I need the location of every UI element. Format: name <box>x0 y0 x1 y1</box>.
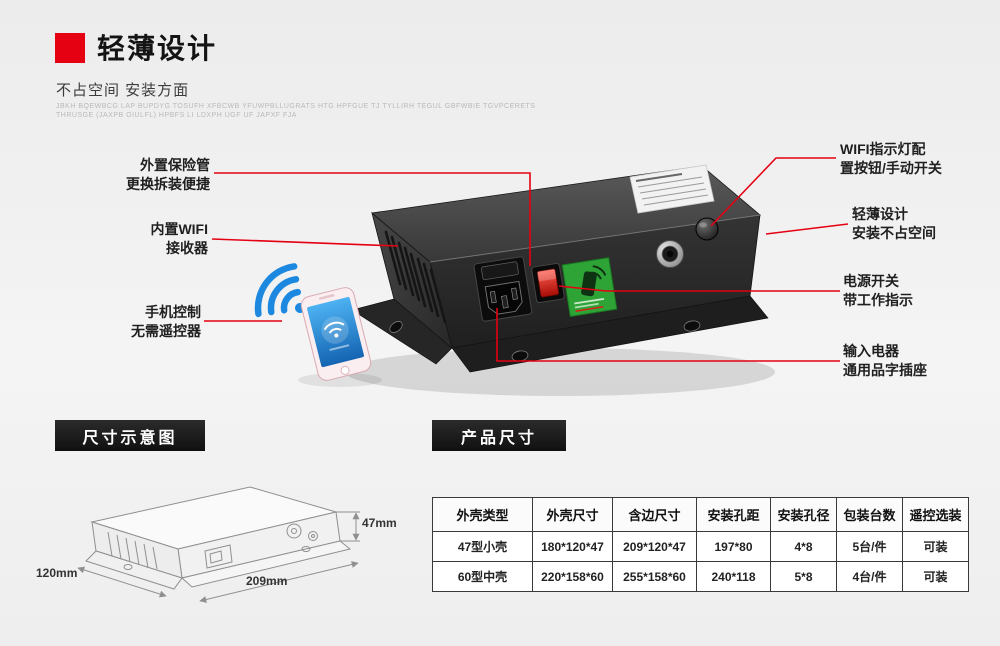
cell: 197*80 <box>696 531 771 562</box>
aviation-connector <box>656 240 684 268</box>
callout-text: 电源开关 <box>843 273 899 289</box>
cell: 可装 <box>902 561 969 592</box>
callout-text: 无需遥控器 <box>131 323 201 339</box>
cell: 220*158*60 <box>532 561 613 592</box>
screw-hole <box>683 320 701 332</box>
col-header-case-type: 外壳类型 <box>432 497 533 532</box>
table-row: 47型小壳 180*120*47 209*120*47 197*80 4*8 5… <box>432 531 969 562</box>
callout-text: 输入电器 <box>843 343 899 359</box>
callout-text: WIFI指示灯配 <box>840 141 926 157</box>
cell: 4台/件 <box>836 561 903 592</box>
col-header-case-size: 外壳尺寸 <box>532 497 613 532</box>
callout-text: 带工作指示 <box>843 292 913 308</box>
callout-slim-design: 轻薄设计 安装不占空间 <box>852 205 982 243</box>
brand-square-icon <box>55 33 85 63</box>
cell: 4*8 <box>770 531 837 562</box>
fuse-drawer <box>481 261 519 281</box>
callout-text: 内置WIFI <box>150 221 208 237</box>
callout-text: 通用品字插座 <box>843 362 927 378</box>
dimension-depth-label: 120mm <box>36 566 78 580</box>
cell: 47型小壳 <box>432 531 533 562</box>
col-header-edge-size: 含边尺寸 <box>612 497 697 532</box>
cell: 255*158*60 <box>612 561 697 592</box>
fineprint-line1: JBKH BQEWBCG LAP BUPDYG TOSUFH XFBCWB YF… <box>56 103 536 110</box>
phone-home-button <box>340 365 350 375</box>
cell: 209*120*47 <box>612 531 697 562</box>
rocker-switch <box>531 262 565 304</box>
page-subtitle: 不占空间 安装方面 <box>56 82 190 99</box>
callout-power-input: 输入电器 通用品字插座 <box>843 342 973 380</box>
callout-text: 置按钮/手动开关 <box>840 160 942 176</box>
col-header-remote-option: 遥控选装 <box>902 497 969 532</box>
section-tag-size-diagram: 尺寸示意图 <box>55 420 205 451</box>
callout-text: 手机控制 <box>145 304 201 320</box>
col-header-hole-diameter: 安装孔径 <box>770 497 837 532</box>
cell: 60型中壳 <box>432 561 533 592</box>
spec-table: 外壳类型 外壳尺寸 含边尺寸 安装孔距 安装孔径 包装台数 遥控选装 47型小壳… <box>432 497 969 592</box>
cell: 240*118 <box>696 561 771 592</box>
table-row: 60型中壳 220*158*60 255*158*60 240*118 5*8 … <box>432 561 969 592</box>
callout-wifi-indicator: WIFI指示灯配 置按钮/手动开关 <box>840 140 980 178</box>
wifi-waves-icon <box>254 263 305 318</box>
cell: 5台/件 <box>836 531 903 562</box>
fineprint-line2: THRUSGE (JAXPB OIULFL) HPBFS LI LDXPH UG… <box>56 112 297 119</box>
col-header-pack-qty: 包装台数 <box>836 497 903 532</box>
dimension-drawing <box>77 486 360 603</box>
leader-lines <box>204 157 849 362</box>
page-title: 轻薄设计 <box>97 33 218 64</box>
callout-power-switch: 电源开关 带工作指示 <box>843 272 963 310</box>
dimension-width-label: 209mm <box>246 574 288 588</box>
callout-text: 更换拆装便捷 <box>126 176 210 192</box>
callout-external-fuse: 外置保险管 更换拆装便捷 <box>86 156 210 194</box>
callout-text: 外置保险管 <box>140 157 210 173</box>
callout-text: 安装不占空间 <box>852 225 936 241</box>
cell: 可装 <box>902 531 969 562</box>
top-label-sticker <box>629 164 715 214</box>
callout-text: 轻薄设计 <box>852 206 908 222</box>
screw-hole <box>389 321 403 333</box>
power-inlet-socket <box>473 256 533 322</box>
phone-speaker <box>318 293 335 300</box>
phone-graphic <box>300 287 372 381</box>
dimension-height-label: 47mm <box>362 516 397 530</box>
callout-phone-control: 手机控制 无需遥控器 <box>103 303 201 341</box>
cell: 180*120*47 <box>532 531 613 562</box>
green-label-sticker <box>561 257 618 318</box>
cell: 5*8 <box>770 561 837 592</box>
section-tag-product-size: 产品尺寸 <box>432 420 566 451</box>
phone-screen <box>307 297 364 368</box>
callout-text: 接收器 <box>166 240 208 256</box>
spec-table-header-row: 外壳类型 外壳尺寸 含边尺寸 安装孔距 安装孔径 包装台数 遥控选装 <box>432 497 969 532</box>
fineprint: JBKH BQEWBCG LAP BUPDYG TOSUFH XFBCWB YF… <box>56 102 535 120</box>
col-header-hole-pitch: 安装孔距 <box>696 497 771 532</box>
callout-wifi-receiver: 内置WIFI 接收器 <box>116 220 208 258</box>
mounting-flange <box>351 295 769 373</box>
